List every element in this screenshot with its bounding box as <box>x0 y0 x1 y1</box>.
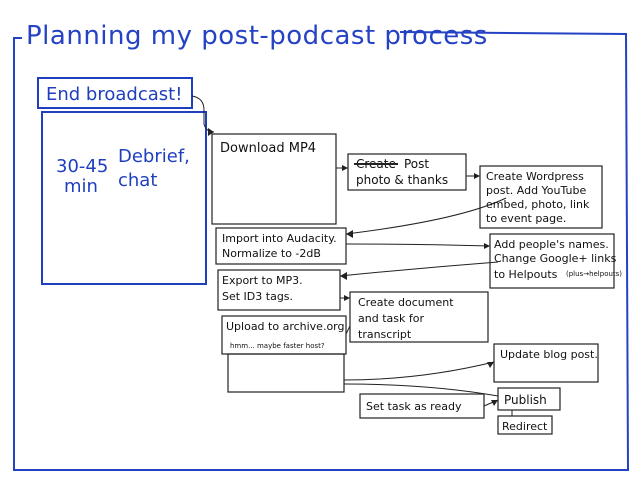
set-task-label: Set task as ready <box>366 400 462 413</box>
arrowhead <box>344 295 350 301</box>
download-label: Download MP4 <box>220 141 316 156</box>
edge-wordpress-to-audacity <box>345 197 507 235</box>
upload-extra-box <box>227 353 345 393</box>
diagram-title: Planning my post-podcast process <box>26 21 488 51</box>
redirect-label: Redirect <box>502 420 548 433</box>
arrowhead <box>487 362 494 368</box>
debrief-line-2: chat <box>118 170 157 191</box>
publish-box <box>497 387 561 411</box>
post-photo-line-1: Post <box>404 157 429 171</box>
debrief-line-1: Debrief, <box>118 146 190 167</box>
edge-upload-to-blog <box>343 361 495 381</box>
wordpress-box <box>479 165 603 229</box>
redirect-box <box>497 415 553 435</box>
transcript-box <box>349 291 489 343</box>
duration-line-2: min <box>64 176 98 197</box>
audacity-line-1: Import into Audacity. <box>222 232 337 245</box>
transcript-line-1: Create document <box>358 296 454 309</box>
names-line-2: Change Google+ links <box>494 252 617 265</box>
audacity-line-2: Normalize to -2dB <box>222 247 321 260</box>
edge-upload-to-publish <box>343 383 499 397</box>
upload-note: hmm... maybe faster host? <box>230 342 325 350</box>
wordpress-line-2: post. Add YouTube <box>486 184 587 197</box>
names-line-3: to Helpouts <box>494 268 558 281</box>
download-box <box>211 133 337 225</box>
blog-box <box>493 343 599 383</box>
wordpress-line-3: embed, photo, link <box>486 198 590 211</box>
names-line-1: Add people's names. <box>494 238 609 251</box>
export-box <box>217 269 341 311</box>
arrowhead <box>340 272 347 280</box>
duration-line-1: 30-45 <box>56 156 108 177</box>
post-photo-line-2: photo & thanks <box>356 173 448 187</box>
arrowhead <box>484 243 490 249</box>
names-note: (plus→helpouts) <box>566 270 622 278</box>
edge-names-to-export <box>339 261 499 277</box>
outer-frame <box>13 31 630 471</box>
arrowhead <box>342 165 348 171</box>
edge-audacity-to-names <box>345 243 491 247</box>
debrief-box <box>41 111 207 285</box>
end-broadcast-box <box>37 77 193 109</box>
post-photo-box <box>347 153 467 191</box>
blog-label: Update blog post. <box>500 348 598 361</box>
arrowhead <box>491 400 498 406</box>
wordpress-line-1: Create Wordpress <box>486 170 584 183</box>
wordpress-line-4: to event page. <box>486 212 566 225</box>
edge-transcript-to-upload <box>345 325 351 335</box>
edge-end-to-download <box>191 95 215 133</box>
transcript-line-2: and task for <box>358 312 424 325</box>
names-box <box>489 233 615 289</box>
transcript-line-3: transcript <box>358 328 412 341</box>
export-line-2: Set ID3 tags. <box>222 290 293 303</box>
audacity-box <box>215 227 347 265</box>
arrowhead <box>474 173 480 179</box>
upload-label: Upload to archive.org <box>226 320 345 333</box>
publish-label: Publish <box>504 393 547 407</box>
arrowhead <box>208 128 214 136</box>
export-line-1: Export to MP3. <box>222 274 303 287</box>
arrowhead <box>346 230 353 238</box>
end-broadcast-label: End broadcast! <box>46 84 182 105</box>
